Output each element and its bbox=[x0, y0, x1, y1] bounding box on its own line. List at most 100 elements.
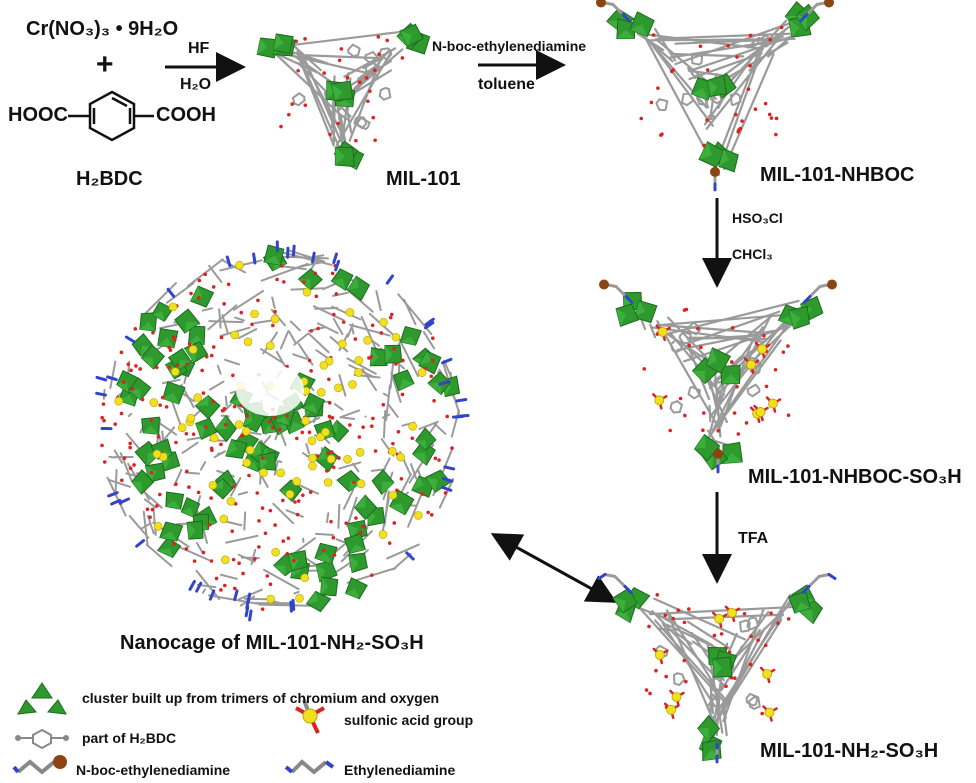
oxygen-atom bbox=[426, 510, 430, 515]
benzene-linker bbox=[364, 50, 378, 65]
sulfur-atom bbox=[396, 452, 405, 462]
bond bbox=[259, 473, 262, 485]
oxygen-atom bbox=[150, 507, 155, 512]
oxygen-atom bbox=[370, 323, 375, 328]
bond bbox=[705, 28, 787, 130]
bond bbox=[260, 262, 309, 282]
bond bbox=[707, 339, 782, 439]
octahedron-facet bbox=[722, 452, 743, 464]
sulfur-atom bbox=[343, 454, 352, 464]
oxygen-atom bbox=[273, 523, 277, 527]
benzene-linker bbox=[690, 52, 704, 66]
oxygen-atom bbox=[316, 326, 320, 331]
amine-nitrogen bbox=[188, 579, 196, 591]
chromium-nitrate-formula: Cr(NO₃)₃ • 9H₂O bbox=[26, 18, 179, 40]
sulfur-atom bbox=[245, 445, 255, 455]
oxygen-atom bbox=[366, 99, 370, 104]
oxygen-atom bbox=[763, 101, 768, 106]
amine-nitrogen bbox=[802, 295, 812, 304]
oxygen-atom bbox=[348, 423, 352, 427]
octahedron-facet bbox=[612, 597, 627, 613]
oxygen-atom bbox=[329, 519, 333, 524]
oxygen-atom bbox=[663, 613, 668, 618]
arrow-bidirectional bbox=[490, 533, 618, 603]
oxygen-atom bbox=[231, 557, 236, 562]
cluster-legend-icon bbox=[17, 682, 67, 715]
bond bbox=[410, 463, 418, 480]
octahedron-facet bbox=[384, 345, 393, 364]
sulfur-atom bbox=[714, 613, 725, 624]
oxygen-atom bbox=[185, 362, 189, 367]
amine-nitrogen bbox=[106, 375, 118, 382]
amine-nitrogen bbox=[166, 287, 176, 298]
oxygen-atom bbox=[683, 413, 687, 418]
benzene-linker bbox=[687, 385, 701, 400]
nh2-so3h-structure-image bbox=[597, 573, 837, 764]
bond bbox=[219, 573, 238, 580]
acid-right-group: COOH bbox=[156, 104, 216, 126]
bond bbox=[146, 514, 155, 535]
oxygen-atom bbox=[129, 368, 133, 373]
octahedron-facet bbox=[314, 552, 332, 564]
octahedron-facet bbox=[398, 379, 415, 391]
oxygen-atom bbox=[705, 118, 709, 122]
oxygen-atom bbox=[211, 285, 216, 289]
bond bbox=[339, 115, 347, 145]
bond bbox=[238, 328, 258, 340]
sulfur-atom bbox=[755, 407, 766, 417]
bond bbox=[140, 522, 151, 530]
oxygen-atom bbox=[769, 611, 773, 615]
oxygen-atom bbox=[174, 440, 178, 445]
bond bbox=[647, 38, 714, 127]
sulfur-atom bbox=[208, 480, 218, 490]
ethylenediamine-legend-icon bbox=[284, 759, 335, 775]
sulfur-atom bbox=[235, 260, 244, 270]
oxygen-atom bbox=[100, 415, 104, 420]
oxygen-atom bbox=[786, 413, 791, 418]
oxygen-atom bbox=[331, 535, 336, 540]
bond bbox=[375, 290, 382, 312]
bond bbox=[722, 41, 789, 82]
mil101-structure-image bbox=[256, 22, 431, 170]
octahedron-facet bbox=[712, 659, 723, 678]
bond bbox=[201, 307, 213, 312]
oxygen-atom bbox=[732, 411, 737, 415]
oxygen-atom bbox=[279, 124, 283, 129]
oxygen-atom bbox=[267, 419, 272, 424]
oxygen-atom bbox=[157, 492, 162, 497]
bond bbox=[387, 403, 399, 418]
octahedron-facet bbox=[697, 728, 709, 742]
octahedron-facet bbox=[348, 555, 359, 573]
sulfur-atom bbox=[170, 367, 180, 377]
oxygen-atom bbox=[295, 512, 300, 517]
oxygen-atom bbox=[756, 638, 760, 643]
bond bbox=[262, 568, 300, 591]
step1-reagent: HF bbox=[188, 40, 210, 57]
oxygen-atom bbox=[191, 432, 196, 436]
oxygen-atom bbox=[687, 343, 691, 348]
legend-cluster-text: cluster built up from trimers of chromiu… bbox=[82, 690, 440, 706]
octahedron-facet bbox=[273, 33, 284, 51]
oxygen-atom bbox=[119, 411, 124, 416]
octahedron-facet bbox=[178, 359, 192, 371]
oxygen-atom bbox=[187, 485, 191, 489]
amine-nitrogen bbox=[248, 609, 253, 622]
sulfur-atom bbox=[168, 302, 178, 312]
oxygen-atom bbox=[377, 52, 381, 57]
oxygen-atom bbox=[133, 327, 138, 331]
oxygen-atom bbox=[381, 402, 386, 407]
bond bbox=[297, 62, 352, 118]
benzene-linker bbox=[746, 616, 760, 631]
oxygen-atom bbox=[420, 492, 425, 496]
bond bbox=[338, 461, 362, 470]
sulfur-atom bbox=[354, 368, 363, 377]
oxygen-atom bbox=[786, 344, 790, 348]
octahedron-facet bbox=[139, 321, 156, 332]
sulfur-atom bbox=[295, 594, 304, 603]
bond bbox=[298, 484, 320, 495]
oxygen-atom bbox=[172, 541, 176, 546]
octahedron-facet bbox=[349, 544, 366, 554]
oxygen-atom bbox=[738, 126, 743, 131]
sulfur-atom bbox=[302, 287, 312, 297]
sulfur-atom bbox=[221, 555, 230, 565]
